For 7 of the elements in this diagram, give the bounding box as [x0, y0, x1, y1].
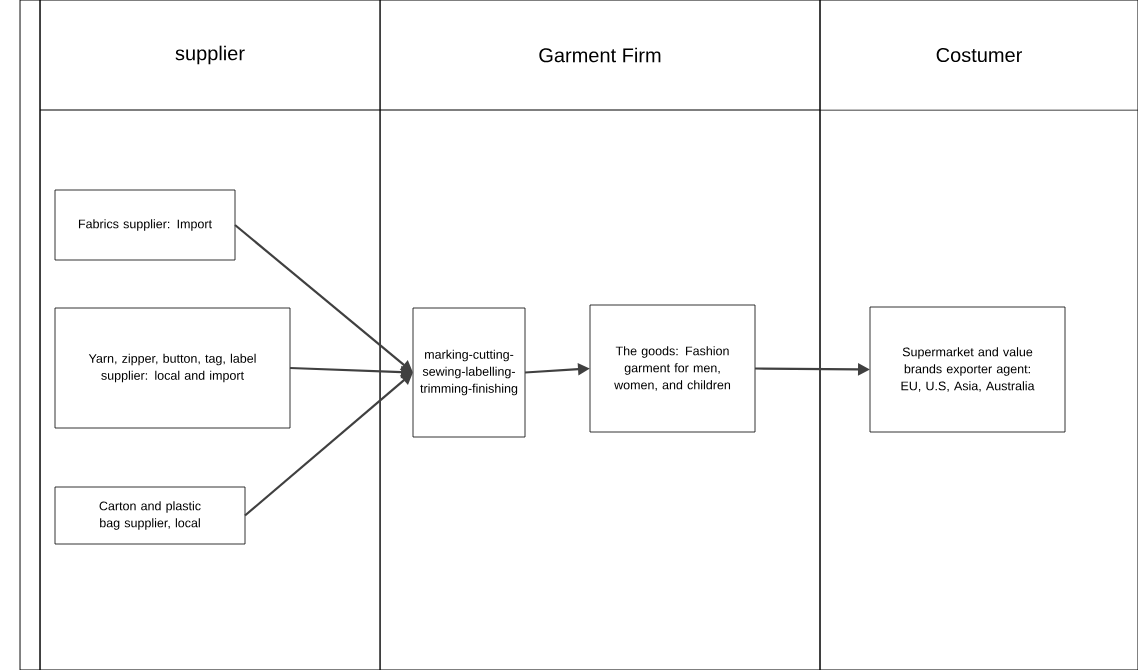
arrow [234, 224, 413, 373]
process-box: marking-cutting-sewing-labelling-trimming-finishing [412, 307, 526, 438]
process-box: Supermarket and value brands exporter agent: EU, U.S, Asia, Australia [869, 306, 1066, 433]
process-box: Yarn, zipper, button, tag, label supplier: local and import [54, 307, 291, 429]
process-box: Carton and plastic bag supplier, local [54, 486, 246, 545]
process-box: Fabrics supplier: Import [54, 189, 236, 261]
process-box: The goods: Fashion garment for men, women, and children [589, 304, 756, 433]
